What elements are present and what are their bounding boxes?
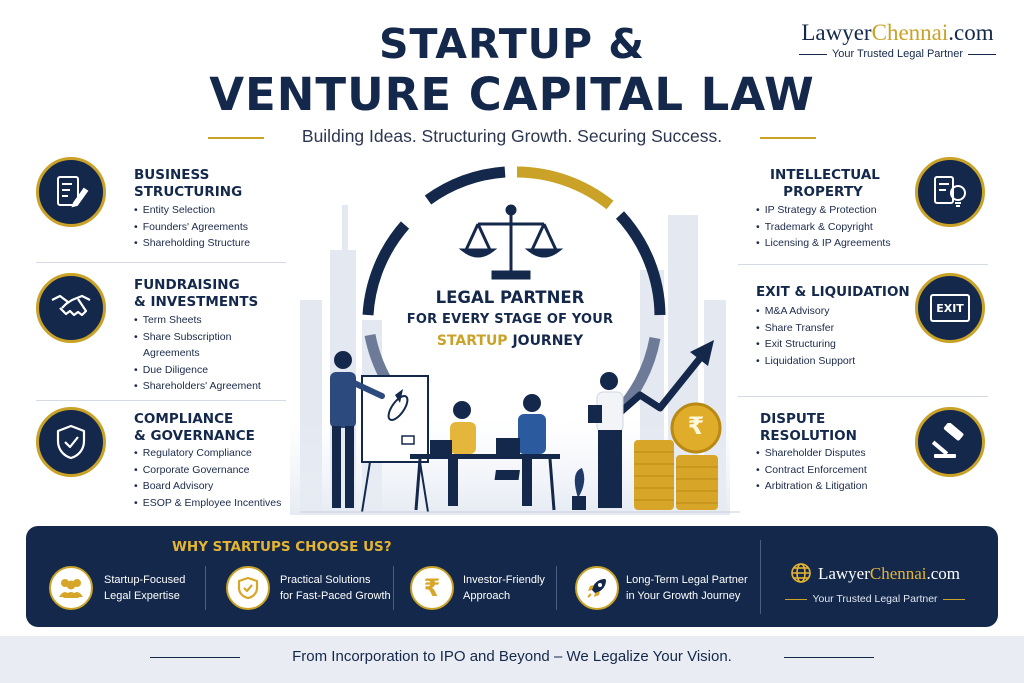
divider xyxy=(738,264,988,265)
exit-sign-label: EXIT xyxy=(930,294,970,322)
why-choose-us-panel xyxy=(26,526,998,627)
tagline-rule-left xyxy=(208,137,264,139)
divider xyxy=(556,566,557,610)
scales-of-justice-icon xyxy=(458,204,564,280)
brand-name: LawyerChennai.com xyxy=(801,20,994,45)
presentation-board xyxy=(361,375,429,513)
handshake-icon xyxy=(36,273,106,343)
divider xyxy=(205,566,206,610)
team-icon xyxy=(49,566,93,610)
list-item: Term Sheets xyxy=(134,312,261,329)
rupee-symbol: ₹ xyxy=(423,574,441,602)
list-item: M&A Advisory xyxy=(756,303,855,320)
document-pen-icon xyxy=(36,157,106,227)
list-item: Share Subscription xyxy=(134,329,261,346)
list-item: Due Diligence xyxy=(134,362,261,379)
ip-bulb-icon xyxy=(915,157,985,227)
coin-stacks xyxy=(634,402,722,510)
service-list-compliance: Regulatory Compliance Corporate Governan… xyxy=(134,445,282,512)
page-title-line2: VENTURE CAPITAL LAW xyxy=(209,68,815,121)
brand-logo[interactable]: LawyerChennai.com Your Trusted Legal Par… xyxy=(790,20,1005,60)
presenter-figure xyxy=(330,351,385,508)
standing-woman-figure xyxy=(588,372,624,508)
brand-tagline: Your Trusted Legal Partner xyxy=(790,48,1005,60)
footer-bar xyxy=(0,636,1024,683)
list-item: Arbitration & Litigation xyxy=(756,478,868,495)
list-item: Agreements xyxy=(143,347,200,359)
shield-check-icon xyxy=(36,407,106,477)
service-list-exit-liquidation: M&A Advisory Share Transfer Exit Structu… xyxy=(756,303,856,370)
gavel-icon xyxy=(915,407,985,477)
service-list-business-structuring: Entity Selection Founders' Agreements Sh… xyxy=(134,202,250,252)
divider xyxy=(738,396,988,397)
list-item: Regulatory Compliance xyxy=(134,445,281,462)
list-item: Exit Structuring xyxy=(756,336,855,353)
list-item: Licensing & IP Agreements xyxy=(756,235,891,252)
list-item: Corporate Governance xyxy=(134,462,281,479)
team-at-desk xyxy=(410,394,586,511)
why-title: WHY STARTUPS CHOOSE US? xyxy=(172,539,392,555)
divider xyxy=(36,262,286,263)
service-list-intellectual-property: IP Strategy & Protection Trademark & Cop… xyxy=(756,202,891,252)
divider xyxy=(36,400,286,401)
service-list-dispute-resolution: Shareholder Disputes Contract Enforcemen… xyxy=(756,445,868,495)
divider xyxy=(760,540,761,614)
footer-rule-right xyxy=(784,657,874,658)
divider xyxy=(393,566,394,610)
list-item: Share Transfer xyxy=(756,320,855,337)
footer-slogan: From Incorporation to IPO and Beyond – W… xyxy=(292,648,732,665)
center-journey: STARTUP JOURNEY xyxy=(436,333,584,349)
page-tagline: Building Ideas. Structuring Growth. Secu… xyxy=(301,126,723,146)
list-item: Shareholders' Agreement xyxy=(134,378,261,395)
brand-tagline: Your Trusted Legal Partner xyxy=(770,593,980,605)
list-item: Board Advisory xyxy=(134,478,281,495)
exit-sign-icon: EXIT xyxy=(915,273,985,343)
service-title-exit-liquidation: EXIT & LIQUIDATION xyxy=(756,284,910,300)
list-item: IP Strategy & Protection xyxy=(756,202,891,219)
why-brand-logo[interactable]: LawyerChennai.com Your Trusted Legal Par… xyxy=(770,562,980,605)
coin-rupee-symbol: ₹ xyxy=(687,412,705,440)
shield-check-icon xyxy=(226,566,270,610)
center-subheading: FOR EVERY STAGE OF YOUR xyxy=(406,312,614,327)
brand-name: LawyerChennai.com xyxy=(770,562,980,589)
list-item: Contract Enforcement xyxy=(756,462,867,479)
page-title-line1: STARTUP & xyxy=(378,20,646,68)
list-item: Trademark & Copyright xyxy=(756,219,891,236)
rocket-icon xyxy=(575,566,619,610)
list-item: ESOP & Employee Incentives xyxy=(134,495,282,512)
list-item: Liquidation Support xyxy=(756,353,856,370)
rupee-icon: ₹ xyxy=(410,566,454,610)
service-list-fundraising: Term Sheets Share Subscription Agreement… xyxy=(134,312,261,395)
list-item: Entity Selection xyxy=(134,202,250,219)
globe-icon xyxy=(790,562,812,589)
footer-rule-left xyxy=(150,657,240,658)
tagline-rule-right xyxy=(760,137,816,139)
service-title-compliance: COMPLIANCE& GOVERNANCE xyxy=(134,411,255,444)
center-heading: LEGAL PARTNER xyxy=(435,288,585,307)
list-item: Shareholding Structure xyxy=(134,235,250,252)
service-title-fundraising: FUNDRAISING& INVESTMENTS xyxy=(134,277,259,310)
list-item: Shareholder Disputes xyxy=(756,445,867,462)
list-item: Founders' Agreements xyxy=(134,219,250,236)
